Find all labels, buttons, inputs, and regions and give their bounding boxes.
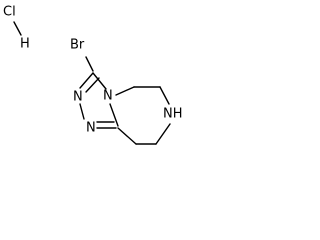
bond-c6-n7 <box>159 86 170 105</box>
hydrogen-chloride: Cl H <box>3 5 30 52</box>
atom-n2: N <box>73 90 83 105</box>
bond-n4-c8a <box>109 103 119 127</box>
bond-c9-c8a <box>117 127 137 145</box>
atom-nh: NH <box>163 107 183 122</box>
bond-c-br <box>85 56 94 72</box>
atom-n4: N <box>103 89 113 104</box>
bond-n1-n2 <box>79 103 85 120</box>
diazepine-ring: NH <box>115 86 183 145</box>
bond-n7-c8 <box>155 123 171 145</box>
bond-n4-c5 <box>115 86 135 96</box>
chemical-structure: Cl H Br N N N NH <box>3 5 183 145</box>
bond-h-cl <box>13 21 22 36</box>
atom-n1: N <box>86 121 96 136</box>
bond-c3-n2-double <box>85 77 100 93</box>
atom-br: Br <box>70 38 85 53</box>
triazole-ring: N N N <box>73 72 119 136</box>
bond-c3-n4 <box>92 72 107 90</box>
atom-h: H <box>20 37 30 52</box>
atom-cl: Cl <box>3 5 16 20</box>
bond-c3-n2 <box>79 72 94 89</box>
